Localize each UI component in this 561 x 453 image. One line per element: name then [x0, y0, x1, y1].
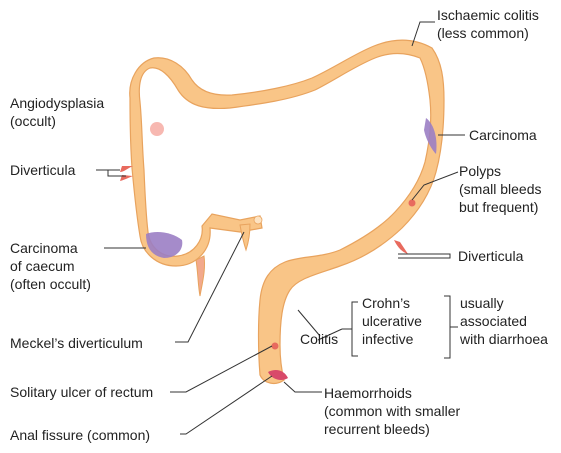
label-diverticula-right: Diverticula [458, 247, 523, 265]
label-solitary-ulcer: Solitary ulcer of rectum [10, 383, 153, 401]
leader-solitary-ulcer [170, 346, 272, 392]
diarrhoea-bracket [444, 296, 450, 358]
label-meckels-diverticulum: Meckel’s diverticulum [10, 334, 143, 352]
diverticulum-right [394, 240, 408, 254]
label-carcinoma: Carcinoma [469, 126, 537, 144]
angiodysplasia-spot [150, 122, 164, 136]
ileum-end [254, 216, 262, 224]
label-diverticula-left: Diverticula [10, 161, 75, 179]
leader-diverticula-right [398, 254, 450, 258]
diverticulum-left-1 [120, 166, 133, 172]
leader-meckels [175, 232, 244, 342]
label-ischaemic-colitis: Ischaemic colitis(less common) [437, 6, 539, 42]
polyp-spot [409, 200, 416, 207]
leader-anal-fissure [180, 376, 272, 434]
label-angiodysplasia: Angiodysplasia(occult) [10, 94, 104, 130]
colitis-bracket [352, 302, 358, 356]
label-colitis: Colitis [300, 330, 338, 348]
solitary-ulcer-spot [272, 343, 279, 350]
label-anal-fissure: Anal fissure (common) [10, 426, 150, 444]
leader-haemorrhoids [284, 382, 322, 392]
appendix [196, 256, 205, 296]
